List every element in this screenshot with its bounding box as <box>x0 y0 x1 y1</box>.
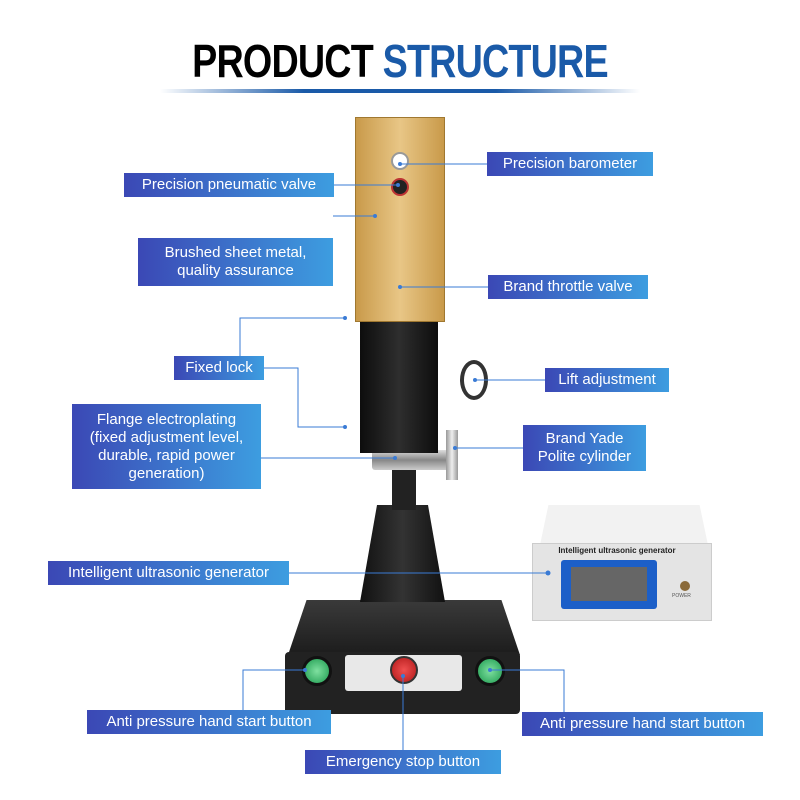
title-part2: STRUCTURE <box>382 35 609 87</box>
flange <box>372 450 450 470</box>
column <box>360 318 438 453</box>
generator-screen <box>561 560 657 609</box>
title-part1: PRODUCT <box>192 35 374 87</box>
generator-top <box>540 505 708 545</box>
page-title: PRODUCT STRUCTURE <box>72 34 728 88</box>
label-start-left: Anti pressure hand start button <box>87 710 331 734</box>
label-fixed-lock: Fixed lock <box>174 356 264 380</box>
emergency-stop <box>390 656 418 684</box>
label-lift-adjustment: Lift adjustment <box>545 368 669 392</box>
base-plate <box>288 600 520 655</box>
label-sheet-metal: Brushed sheet metal, quality assurance <box>138 238 333 286</box>
generator-panel-title: Intelligent ultrasonic generator <box>558 546 676 555</box>
barometer <box>391 152 409 170</box>
label-pneumatic-valve: Precision pneumatic valve <box>124 173 334 197</box>
label-cylinder: Brand Yade Polite cylinder <box>523 425 646 471</box>
power-label: POWER <box>672 593 691 599</box>
title-underline <box>160 89 640 93</box>
label-start-right: Anti pressure hand start button <box>522 712 763 736</box>
label-throttle-valve: Brand throttle valve <box>488 275 648 299</box>
label-generator: Intelligent ultrasonic generator <box>48 561 289 585</box>
label-flange: Flange electroplating (fixed adjustment … <box>72 404 261 489</box>
horn <box>392 470 416 510</box>
label-precision-barometer: Precision barometer <box>487 152 653 176</box>
cylinder <box>446 430 458 480</box>
pneumatic-valve <box>391 178 409 196</box>
label-emergency-stop: Emergency stop button <box>305 750 501 774</box>
power-knob <box>680 581 690 591</box>
